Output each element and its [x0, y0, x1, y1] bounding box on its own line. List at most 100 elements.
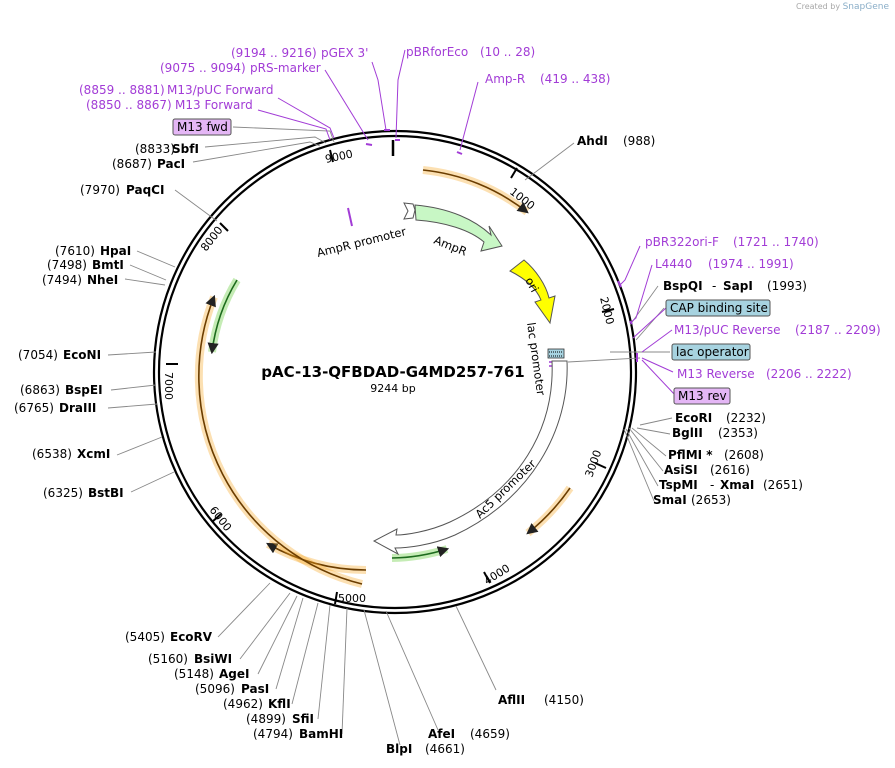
- site-bsiwi: (5160) BsiWI: [148, 652, 232, 666]
- svg-text:(2616): (2616): [710, 463, 750, 477]
- left-restriction-labels: (8833)SbfI (8687)PacI (7970) PaqCI (7610)…: [14, 142, 343, 741]
- svg-text:PflMI *: PflMI *: [668, 448, 713, 462]
- svg-text:(1721 .. 1740): (1721 .. 1740): [733, 235, 819, 249]
- primer-l4440: L4440 (1974 .. 1991): [655, 257, 794, 271]
- svg-text:BsiWI: BsiWI: [194, 652, 232, 666]
- svg-text:Amp-R: Amp-R: [485, 72, 525, 86]
- site-pasi: (5096) PasI: [195, 682, 269, 696]
- svg-text:(7610): (7610): [55, 244, 95, 258]
- svg-text:XcmI: XcmI: [77, 447, 110, 461]
- svg-text:(5148): (5148): [174, 667, 214, 681]
- bottom-leaders: [363, 605, 497, 746]
- site-ecorv: (5405)EcoRV: [125, 630, 213, 644]
- orf-arc-4: [266, 542, 367, 571]
- svg-text:(2608): (2608): [724, 448, 764, 462]
- site-draiii: (6765)DraIII: [14, 401, 96, 415]
- lac-operator-label: lac operator: [676, 345, 749, 359]
- svg-text:(2651): (2651): [763, 478, 803, 492]
- orf-arc-2: [526, 487, 571, 535]
- m13-rev-label: M13 rev: [678, 389, 727, 403]
- site-tspmi-xmai: TspMI-XmaI(2651): [659, 478, 803, 492]
- m13-fwd-label: M13 fwd: [177, 120, 228, 134]
- svg-text:M13 Forward: M13 Forward: [175, 98, 253, 112]
- site-blpi: BlpI(4661): [386, 742, 465, 756]
- right-leaders: [524, 142, 673, 502]
- ampr-promoter-arrow: [403, 202, 416, 220]
- svg-text:PasI: PasI: [241, 682, 269, 696]
- svg-text:EcoNI: EcoNI: [63, 348, 101, 362]
- tick-9000: 9000: [324, 147, 354, 166]
- ampr-promoter-label: AmpR promoter: [315, 224, 407, 260]
- svg-text:(988): (988): [623, 134, 655, 148]
- tick-5000: 5000: [338, 592, 366, 605]
- svg-text:BamHI: BamHI: [299, 727, 343, 741]
- primer-marks: [365, 129, 638, 362]
- svg-text:SbfI: SbfI: [172, 142, 199, 156]
- orf-arc-1: [422, 169, 529, 214]
- site-bspqi-sapi: BspQI-SapI(1993): [663, 279, 807, 293]
- primer-m13-puc-forward: (8859 .. 8881)M13/pUC Forward: [79, 83, 274, 97]
- svg-text:PaqCI: PaqCI: [126, 183, 164, 197]
- svg-text:(7054): (7054): [18, 348, 58, 362]
- left-leaders: [107, 126, 348, 735]
- site-aflii: AflII(4150): [498, 693, 584, 707]
- orf-arc-6: [207, 279, 238, 355]
- svg-text:(1974 .. 1991): (1974 .. 1991): [708, 257, 794, 271]
- site-paci: (8687)PacI: [112, 157, 185, 171]
- svg-text:AfeI: AfeI: [428, 727, 455, 741]
- svg-text:(5160): (5160): [148, 652, 188, 666]
- svg-text:AgeI: AgeI: [219, 667, 249, 681]
- svg-text:(8850 .. 8867): (8850 .. 8867): [86, 98, 172, 112]
- orf-arcs: [194, 166, 574, 588]
- svg-text:-: -: [710, 478, 714, 492]
- svg-text:KflI: KflI: [268, 697, 291, 711]
- svg-text:DraIII: DraIII: [59, 401, 96, 415]
- backbone: [152, 129, 638, 615]
- svg-text:XmaI: XmaI: [720, 478, 754, 492]
- svg-text:(6325): (6325): [43, 486, 83, 500]
- svg-text:(4150): (4150): [544, 693, 584, 707]
- site-econi: (7054) EcoNI: [18, 348, 101, 362]
- svg-text:(7970): (7970): [80, 183, 120, 197]
- svg-text:M13/pUC Reverse: M13/pUC Reverse: [674, 323, 781, 337]
- svg-text:PacI: PacI: [157, 157, 185, 171]
- svg-text:BspEI: BspEI: [65, 383, 103, 397]
- svg-text:(4659): (4659): [470, 727, 510, 741]
- svg-text:(8833): (8833): [135, 142, 175, 156]
- svg-text:(6863): (6863): [20, 383, 60, 397]
- boxed-labels: M13 fwd CAP binding site lac operator M1…: [172, 118, 771, 405]
- site-nhei: (7494)NheI: [42, 273, 118, 287]
- site-bmti: (7498)BmtI: [47, 258, 124, 272]
- site-hpai: (7610)HpaI: [55, 244, 131, 258]
- cap-binding-site-label: CAP binding site: [670, 301, 768, 315]
- primer-labels: (9194 .. 9216)pGEX 3' (9075 .. 9094)pRS-…: [79, 45, 881, 381]
- primer-amp-r: Amp-R(419 .. 438): [485, 72, 610, 86]
- svg-text:(9075 .. 9094): (9075 .. 9094): [160, 61, 246, 75]
- site-ecori: EcoRI(2232): [675, 411, 766, 425]
- svg-text:BmtI: BmtI: [92, 258, 124, 272]
- ac5-promoter-label: Ac5 promoter: [472, 456, 538, 521]
- orf-arc-3: [391, 546, 450, 559]
- site-ahdi: AhdI(988): [577, 134, 655, 148]
- primer-prs-marker: (9075 .. 9094)pRS-marker: [160, 61, 321, 75]
- svg-text:BspQI: BspQI: [663, 279, 703, 293]
- primer-m13-forward: (8850 .. 8867)M13 Forward: [86, 98, 253, 112]
- svg-text:L4440: L4440: [655, 257, 692, 271]
- site-smai: SmaI(2653): [653, 493, 731, 507]
- site-bglii: BglII(2353): [672, 426, 758, 440]
- tick-2000: 2000: [597, 296, 616, 326]
- primer-pbrforeco: pBRforEco(10 .. 28): [406, 45, 535, 59]
- svg-text:(8859 .. 8881): (8859 .. 8881): [79, 83, 165, 97]
- svg-text:(5096): (5096): [195, 682, 235, 696]
- svg-text:SfiI: SfiI: [292, 712, 314, 726]
- svg-text:pBRforEco: pBRforEco: [406, 45, 468, 59]
- site-agei: (5148) AgeI: [174, 667, 249, 681]
- lac-promoter-mark: [547, 348, 565, 359]
- primer-leaders: [257, 49, 677, 397]
- ac5-promoter-arrow: [372, 360, 568, 556]
- svg-text:BglII: BglII: [672, 426, 703, 440]
- ori-arrow: [509, 259, 556, 325]
- svg-text:AsiSI: AsiSI: [664, 463, 698, 477]
- primer-pgex3: (9194 .. 9216)pGEX 3': [231, 46, 368, 60]
